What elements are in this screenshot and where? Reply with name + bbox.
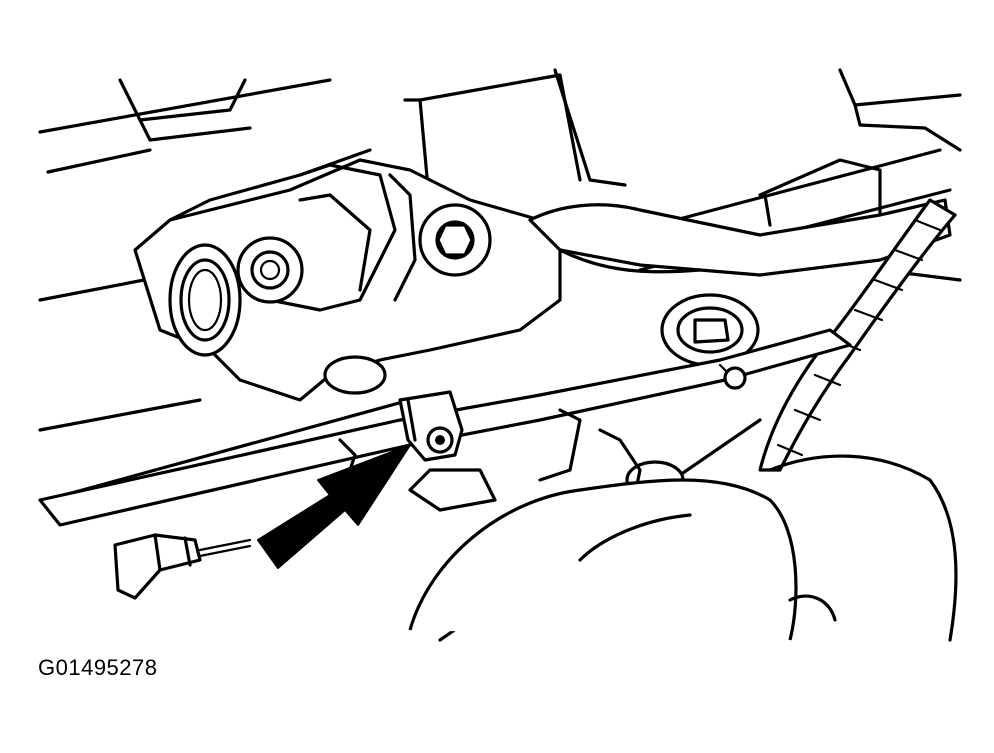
wire-harness (758, 198, 957, 472)
upper-housing (118, 68, 962, 282)
yoke-bolt (236, 236, 304, 304)
arrow-pointer-icon (257, 444, 411, 569)
connector (113, 533, 252, 600)
mount-bolt (660, 293, 760, 367)
conduit (528, 158, 952, 277)
pinch-bolt (418, 203, 492, 277)
lower-body (338, 408, 958, 642)
figure-id: G01495278 (38, 655, 158, 680)
retaining-clip (398, 390, 464, 462)
